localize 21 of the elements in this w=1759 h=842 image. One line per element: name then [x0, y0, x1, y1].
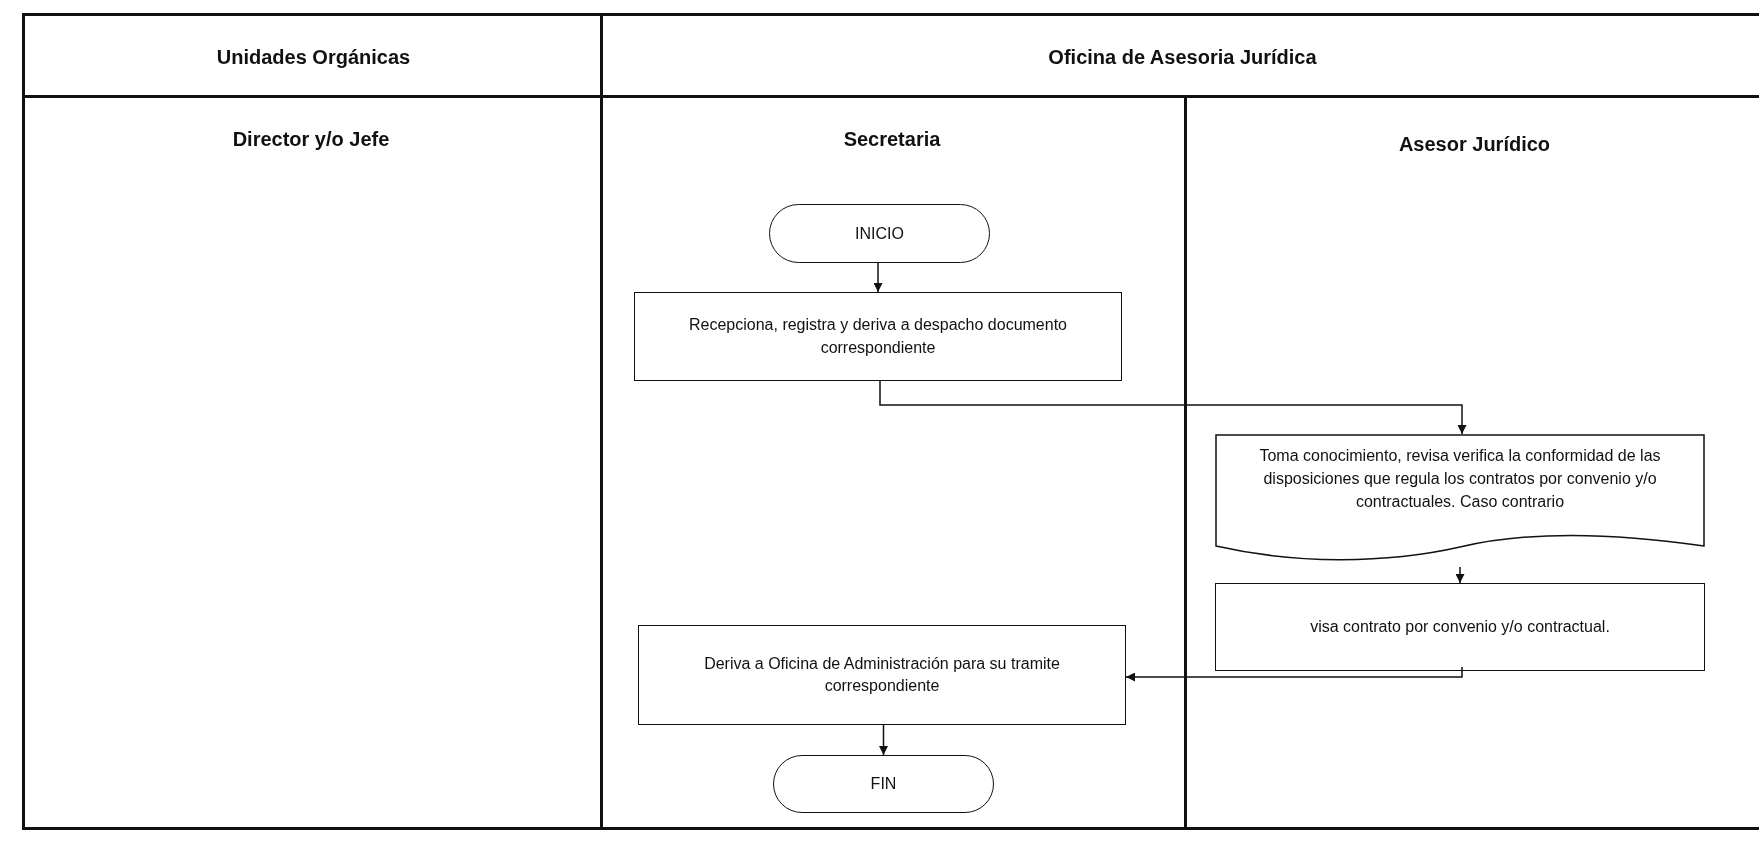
lane-title: Director y/o Jefe	[231, 126, 391, 152]
pool	[600, 13, 1759, 830]
step-text: Recepciona, registra y deriva a despacho documento correspondiente	[688, 315, 1068, 358]
swimlane	[1184, 95, 1759, 830]
arrow	[879, 380, 1467, 435]
step-text: Toma conocimiento, revisa verifica la conformidad de las disposiciones que regula los contratos por convenio y/o contractuales. Caso contrario	[1258, 446, 1662, 513]
lane-title: Secretaria	[842, 126, 942, 152]
arrow	[873, 262, 883, 293]
step-text: INICIO	[855, 224, 904, 243]
step-text: visa contrato por convenio y/o contractual.	[1310, 616, 1610, 637]
lane-title: Oficina de Asesoria Jurídica	[1047, 44, 1318, 70]
lane-title: Unidades Orgánicas	[215, 44, 412, 70]
process-box	[634, 292, 1122, 381]
step-text: FIN	[870, 775, 897, 793]
arrow	[879, 724, 888, 756]
process-box	[638, 625, 1126, 725]
step-text: Deriva a Oficina de Administración para su tramite correspondiente	[703, 653, 1061, 696]
process-box	[1215, 583, 1705, 671]
arrow	[1125, 666, 1463, 682]
arrow	[1455, 566, 1465, 584]
lane-title: Asesor Jurídico	[1397, 131, 1552, 157]
